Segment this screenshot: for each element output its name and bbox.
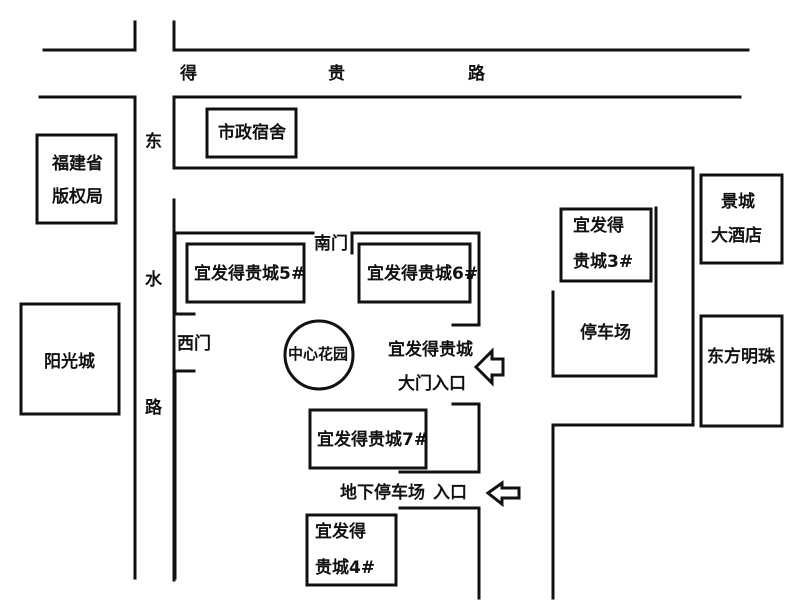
- parking-lot-outline: [551, 206, 658, 378]
- label-building-5: 宜发得贵城5#: [194, 264, 306, 284]
- label-building-4-1: 宜发得: [315, 522, 366, 542]
- building-6: [357, 242, 472, 304]
- central-garden-circle: [283, 319, 355, 391]
- label-building-3-1: 宜发得: [573, 216, 624, 236]
- label-central-garden: 中心花园: [288, 345, 349, 363]
- label-shizheng: 市政宿舍: [218, 123, 286, 143]
- parking-entry-arrow-icon: [485, 480, 521, 508]
- label-underground-parking: 地下停车场: [340, 483, 425, 503]
- wall-northeast: [350, 231, 481, 327]
- road-edge-degui-north: [172, 20, 750, 52]
- wall-east-south: [398, 506, 481, 600]
- building-fujian: [35, 133, 118, 225]
- label-dongfang: 东方明珠: [707, 347, 775, 367]
- label-building-3-2: 贵城3#: [573, 252, 634, 272]
- road-label-lu-2: 路: [145, 398, 162, 418]
- building-jingcheng: [699, 173, 784, 265]
- building-shizheng: [205, 107, 298, 159]
- wall-northwest: [173, 231, 315, 316]
- building-4: [305, 513, 398, 587]
- road-edge-dongshui-west: [38, 95, 137, 580]
- label-west-gate: 西门: [177, 334, 211, 354]
- road-edge-top-left: [42, 20, 137, 52]
- road-label-de: 得: [180, 64, 197, 84]
- label-jingcheng-1: 景城: [721, 192, 755, 212]
- road-label-lu: 路: [468, 64, 485, 84]
- label-yangguang: 阳光城: [44, 352, 95, 372]
- building-5: [185, 242, 306, 304]
- label-building-4-2: 贵城4#: [315, 558, 376, 578]
- label-building-7: 宜发得贵城7#: [317, 430, 429, 450]
- label-parking: 停车场: [580, 323, 631, 343]
- road-label-dong: 东: [145, 132, 162, 152]
- main-entry-arrow-icon: [473, 347, 505, 387]
- building-yangguang: [19, 302, 121, 416]
- wall-southwest: [173, 369, 196, 580]
- building-dongfang: [699, 314, 784, 428]
- label-fujian-2: 版权局: [52, 187, 103, 207]
- label-building-6: 宜发得贵城6#: [367, 264, 479, 284]
- building-3: [559, 207, 653, 283]
- label-jingcheng-2: 大酒店: [711, 226, 762, 246]
- block-outline-east: [172, 95, 695, 600]
- wall-east-mid: [398, 402, 481, 474]
- label-underground-entry: 入口: [433, 483, 467, 503]
- building-7: [308, 408, 428, 470]
- label-main-entry-1: 宜发得贵城: [388, 340, 473, 360]
- road-label-shui: 水: [145, 270, 162, 290]
- label-south-gate: 南门: [314, 234, 348, 254]
- label-main-entry-2: 大门入口: [398, 374, 466, 394]
- label-fujian-1: 福建省: [52, 154, 103, 174]
- road-label-gui: 贵: [328, 64, 345, 84]
